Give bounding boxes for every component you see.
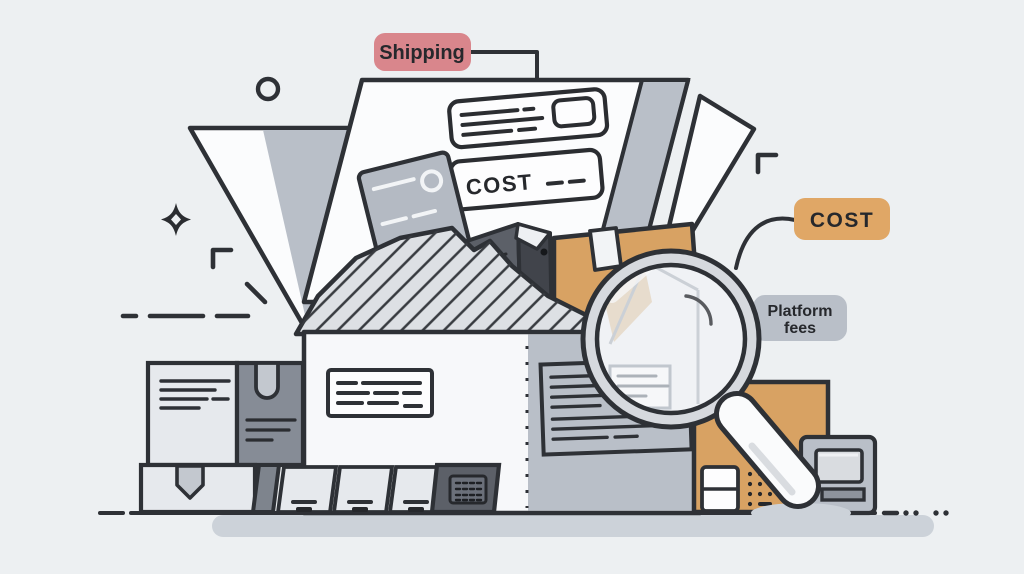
platform-fees-callout: Platform fees xyxy=(753,295,847,341)
ground-shadow xyxy=(212,515,934,537)
platform-fees-text-line2: fees xyxy=(784,320,816,337)
shipping-callout: Shipping xyxy=(374,33,471,71)
ellipsis-dots xyxy=(881,510,949,516)
platform-fees-text-line1: Platform xyxy=(768,303,833,320)
stacked-box-dark xyxy=(234,360,306,468)
stacked-box-light xyxy=(145,360,240,468)
invoice-lines-box xyxy=(447,87,610,150)
terminal-slot xyxy=(820,487,866,502)
magnifier-icon xyxy=(580,248,821,509)
magnifier-handle xyxy=(714,391,821,509)
cost-callout: COST xyxy=(794,198,890,240)
barcode-panel xyxy=(429,462,502,515)
circle-decoration xyxy=(255,76,281,102)
crumpled-paper xyxy=(293,225,651,337)
tape-tab xyxy=(254,361,280,400)
invoice-cost-text: COST xyxy=(465,169,534,200)
cost-callout-text: COST xyxy=(810,209,874,232)
corner-bracket-right xyxy=(755,152,779,175)
tape-strip xyxy=(588,226,623,272)
pallet-base xyxy=(138,462,258,515)
cost-connector xyxy=(734,216,797,270)
shipping-callout-text: Shipping xyxy=(379,42,465,64)
shipping-connector xyxy=(470,50,539,81)
stamp-icon xyxy=(551,96,597,129)
lens-rim xyxy=(583,251,759,427)
handle-shadow xyxy=(751,503,851,523)
open-box-front-label xyxy=(326,368,434,418)
sparkle-icon xyxy=(161,203,191,236)
card-terminal xyxy=(798,434,878,516)
invoice-cost-box: COST xyxy=(448,147,605,212)
arrow-tab xyxy=(175,464,205,500)
terminal-screen xyxy=(814,448,864,484)
flat-cartons xyxy=(250,463,451,514)
corner-bracket-left xyxy=(210,247,234,270)
diagonal-dash-decoration xyxy=(244,281,268,305)
